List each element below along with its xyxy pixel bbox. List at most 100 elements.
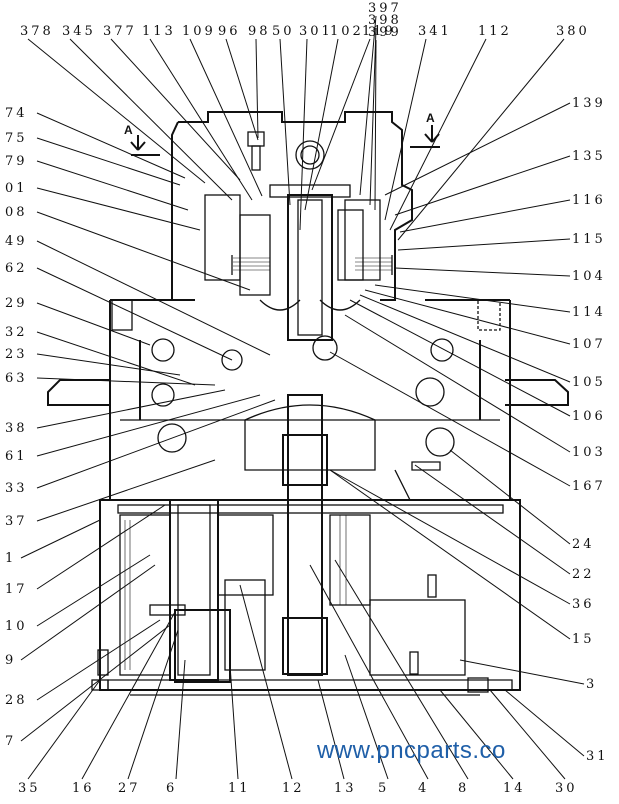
- leader-right-7: [359, 294, 571, 383]
- leader-left-13: [36, 399, 276, 489]
- callout-right-9: 103: [572, 445, 606, 460]
- callout-bottom-9: 8: [458, 781, 469, 796]
- section-mark-left: A: [124, 123, 133, 137]
- leader-top-5: [225, 38, 259, 141]
- callout-right-10: 167: [572, 479, 606, 494]
- leader-top-4: [189, 38, 263, 197]
- callout-right-14: 15: [572, 632, 595, 647]
- leader-top-15: [389, 38, 487, 231]
- callout-right-11: 24: [572, 537, 595, 552]
- callout-left-18: 9: [5, 653, 16, 668]
- leader-left-0: [36, 112, 186, 179]
- leader-right-12: [414, 464, 571, 575]
- callout-right-12: 22: [572, 567, 595, 582]
- leader-right-16: [504, 689, 585, 757]
- leader-left-8: [36, 331, 196, 386]
- callout-right-13: 36: [572, 597, 595, 612]
- leader-bottom-9: [334, 559, 469, 780]
- leader-top-10: [311, 38, 371, 191]
- leader-right-5: [374, 284, 571, 313]
- callout-right-8: 106: [572, 409, 606, 424]
- leader-right-10: [329, 351, 571, 487]
- leader-right-4: [394, 267, 571, 277]
- callout-top-3: 113: [142, 24, 176, 39]
- leader-right-11: [449, 449, 571, 545]
- callout-right-6: 107: [572, 337, 606, 352]
- callout-top-7: 50: [272, 24, 295, 39]
- side-detail: [111, 299, 501, 501]
- leader-left-20: [20, 624, 171, 742]
- callout-left-14: 37: [5, 514, 28, 529]
- callout-right-1: 135: [572, 149, 606, 164]
- leader-right-1: [394, 155, 571, 216]
- leader-top-7: [279, 38, 291, 206]
- leader-left-17: [36, 554, 151, 627]
- leader-bottom-5: [239, 584, 293, 780]
- leader-right-2: [399, 199, 571, 233]
- callout-bottom-4: 11: [228, 781, 251, 796]
- callout-right-15: 3: [586, 677, 597, 692]
- leader-top-14: [384, 38, 427, 221]
- leader-top-11: [359, 15, 377, 196]
- leader-top-0: [27, 38, 206, 184]
- leader-bottom-0: [27, 679, 101, 780]
- watermark: www.pncparts.co: [316, 737, 506, 764]
- leader-bottom-2: [127, 629, 179, 780]
- callout-top-16: 380: [556, 24, 590, 39]
- callout-right-2: 116: [572, 193, 606, 208]
- callout-top-13: 399: [368, 25, 402, 40]
- callout-top-1: 345: [62, 24, 96, 39]
- callout-top-8: 301: [299, 24, 333, 39]
- leader-left-2: [36, 160, 189, 211]
- leader-right-3: [397, 238, 571, 251]
- leader-left-10: [36, 377, 216, 386]
- leader-right-9: [344, 314, 571, 453]
- leader-bottom-6: [317, 679, 345, 780]
- leader-left-3: [36, 187, 201, 231]
- callout-bottom-6: 13: [334, 781, 357, 796]
- callout-bottom-11: 30: [555, 781, 578, 796]
- leader-top-2: [110, 38, 241, 181]
- callout-top-11: 397: [368, 1, 402, 16]
- leader-top-12: [369, 27, 377, 206]
- callout-right-7: 105: [572, 375, 606, 390]
- leader-left-12: [36, 394, 261, 457]
- leader-top-16: [397, 38, 565, 241]
- callout-left-1: 75: [5, 131, 28, 146]
- leader-top-13: [374, 39, 377, 211]
- leader-bottom-10: [439, 689, 514, 780]
- leader-bottom-11: [489, 689, 566, 780]
- callout-right-16: 31: [586, 749, 609, 764]
- callout-left-13: 33: [5, 481, 28, 496]
- callout-left-9: 23: [5, 347, 28, 362]
- leader-left-14: [36, 459, 216, 522]
- callout-top-6: 98: [248, 24, 271, 39]
- leader-lines: [20, 15, 585, 780]
- leader-left-1: [36, 137, 181, 186]
- callout-top-4: 109: [182, 24, 216, 39]
- leader-top-6: [255, 38, 259, 139]
- leader-right-0: [384, 102, 571, 196]
- leader-left-19: [36, 619, 161, 701]
- callout-left-11: 38: [5, 421, 28, 436]
- leader-top-3: [149, 38, 253, 201]
- callout-left-3: 01: [5, 181, 28, 196]
- leader-left-16: [36, 504, 166, 590]
- callout-bottom-0: 35: [18, 781, 41, 796]
- callout-bottom-10: 14: [503, 781, 526, 796]
- leader-top-9: [304, 38, 339, 211]
- callout-left-17: 10: [5, 619, 28, 634]
- callout-bottom-7: 5: [378, 781, 389, 796]
- planetary-gears: [91, 499, 489, 693]
- leader-left-7: [36, 302, 151, 346]
- callout-bottom-1: 16: [72, 781, 95, 796]
- leader-right-13: [329, 469, 571, 605]
- leader-right-15: [459, 659, 585, 685]
- callout-left-7: 29: [5, 296, 28, 311]
- leader-left-4: [36, 211, 251, 291]
- callout-bottom-3: 6: [166, 781, 177, 796]
- leader-right-6: [364, 289, 571, 345]
